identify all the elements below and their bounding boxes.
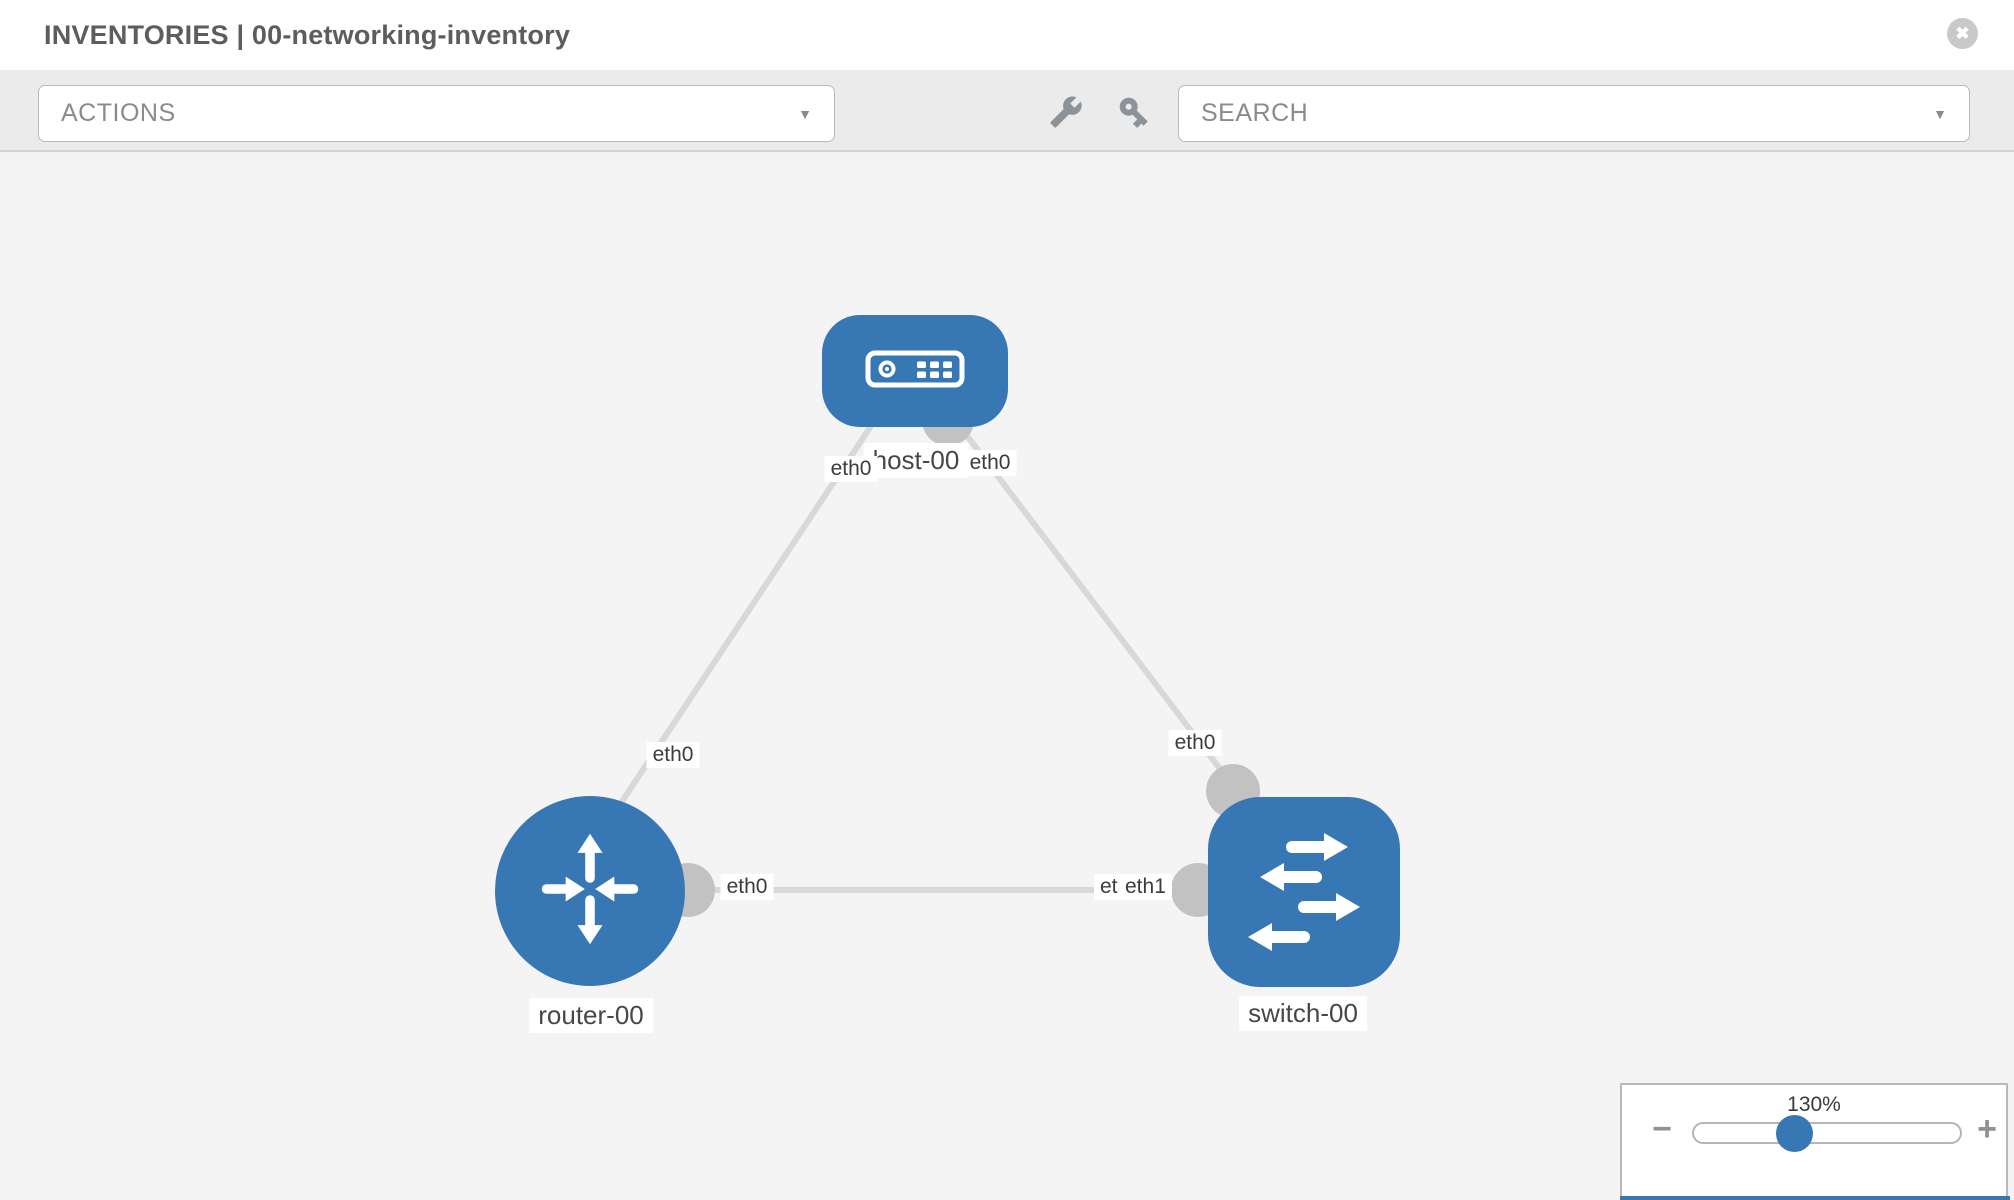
key-button[interactable]: [1112, 92, 1156, 136]
zoom-panel: 130% − +: [1620, 1083, 2010, 1200]
topology-edges: [612, 418, 1258, 893]
zoom-panel-accent-bar: [1620, 1196, 2010, 1200]
actions-dropdown[interactable]: ACTIONS ▼: [38, 85, 835, 142]
zoom-slider-knob[interactable]: [1776, 1115, 1813, 1152]
node-switch-00[interactable]: [1208, 797, 1400, 987]
close-button[interactable]: ✖: [1947, 18, 1978, 49]
interface-label-host-eth0-left: eth0: [824, 456, 878, 482]
zoom-in-button[interactable]: +: [1977, 1110, 1997, 1148]
interface-label-host-eth0-right: eth0: [963, 450, 1017, 476]
node-label-host-00: host-00: [863, 443, 969, 478]
node-label-router-00: router-00: [529, 998, 653, 1033]
interface-label-router-eth0: eth0: [720, 874, 774, 900]
node-label-switch-00: switch-00: [1239, 996, 1367, 1031]
interface-label-switch-eth1: eth1: [1119, 874, 1172, 900]
interface-label-switch-eth0: eth0: [1168, 730, 1222, 756]
wrench-button[interactable]: [1044, 92, 1088, 136]
zoom-level-label: 130%: [1787, 1093, 1841, 1116]
zoom-out-button[interactable]: −: [1652, 1110, 1672, 1148]
toolbar: ACTIONS ▼ SEARCH ▼: [0, 70, 2014, 152]
page-title: INVENTORIES | 00-networking-inventory: [44, 20, 571, 50]
caret-down-icon: ▼: [798, 105, 812, 122]
caret-down-icon: ▼: [1933, 105, 1947, 122]
key-icon: [1116, 94, 1152, 135]
actions-dropdown-label: ACTIONS: [61, 99, 176, 127]
host-icon: [865, 349, 965, 394]
router-icon: [520, 819, 660, 964]
node-host-00[interactable]: [822, 315, 1008, 427]
switch-icon: [1208, 795, 1400, 990]
interface-label-router-eth0-top: eth0: [646, 742, 700, 768]
app-header: INVENTORIES | 00-networking-inventory ✖: [0, 0, 2014, 70]
close-icon: ✖: [1955, 23, 1970, 43]
zoom-slider-track[interactable]: [1692, 1122, 1962, 1144]
wrench-icon: [1049, 95, 1083, 134]
topology-canvas[interactable]: host-00 router-00 switch-00 eth0 eth0 et…: [0, 152, 2014, 1200]
search-dropdown[interactable]: SEARCH ▼: [1178, 85, 1970, 142]
search-dropdown-label: SEARCH: [1201, 99, 1309, 127]
node-router-00[interactable]: [495, 796, 685, 986]
